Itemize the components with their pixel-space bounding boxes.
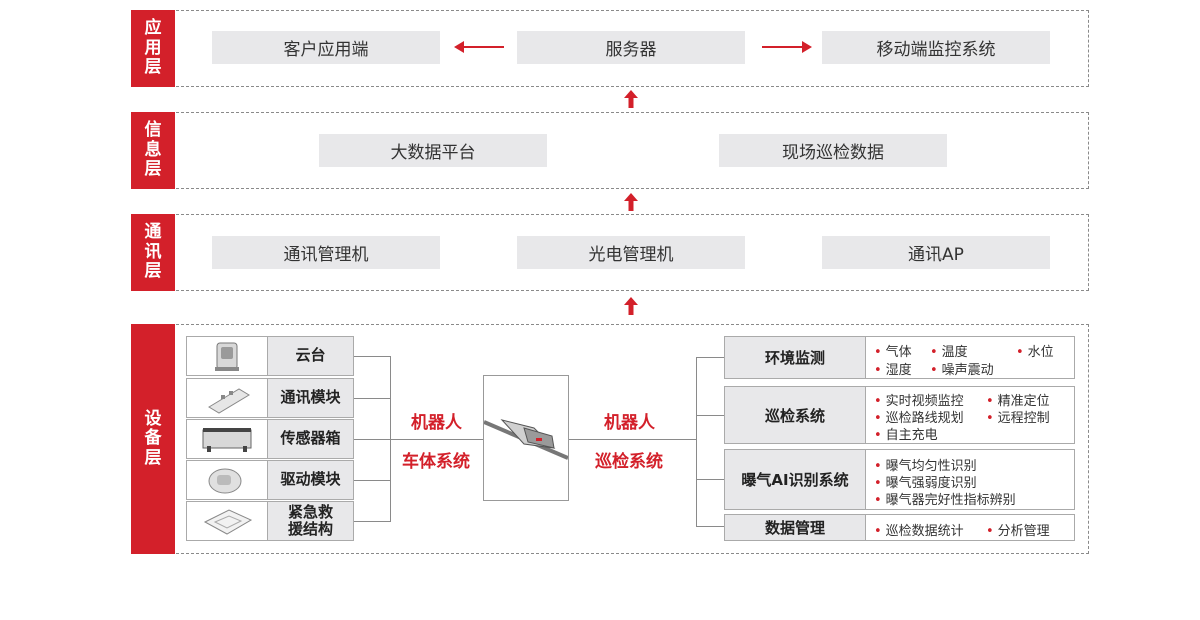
system-label-inspection: 巡检系统 [724,386,866,444]
device-layer: 设备层 [131,324,1089,554]
information-layer: 信息层 [131,112,1089,189]
communication-layer: 通讯层 [131,214,1089,291]
comm-module-icon [208,388,250,414]
connector-line [696,357,697,527]
connector-line [354,439,484,440]
robot-right-sub: 巡检系统 [595,452,663,472]
field-inspection-data-box: 现场巡检数据 [719,134,947,167]
arrow-up-icon [624,90,638,108]
bullet-item: •自主充电 [874,428,938,443]
bullet-item: •噪声震动 [930,363,994,378]
system-label-data-management: 数据管理 [724,514,866,541]
device-label-drive-module: 驱动模块 [267,460,354,500]
application-layer: 应用层 [131,10,1089,87]
system-desc-env-monitor: •气体 •温度 •水位 •湿度 •噪声震动 [865,336,1075,379]
device-label-rescue-structure: 紧急救援结构 [267,501,354,541]
bullet-item: •曝气均匀性识别 [874,459,977,474]
connector-line [696,415,724,416]
pan-tilt-icon [215,342,239,371]
comm-manager-box: 通讯管理机 [212,236,440,269]
bullet-item: •湿度 [874,363,912,378]
rescue-structure-text: 紧急救援结构 [288,502,334,538]
pan-tilt-image [186,336,268,376]
arrow-up-icon [624,193,638,211]
connector-line [354,521,390,522]
system-desc-data-management: •巡检数据统计 •分析管理 [865,514,1075,541]
connector-line [390,356,391,522]
device-label-sensor-box: 传感器箱 [267,419,354,459]
layer-tag: 通讯层 [131,214,175,291]
system-desc-aeration-ai: •曝气均匀性识别 •曝气强弱度识别 •曝气器完好性指标辨别 [865,449,1075,510]
bullet-item: •远程控制 [986,411,1050,426]
bullet-item: •巡检数据统计 [874,524,964,539]
rescue-structure-icon [203,509,253,535]
robot-image [483,375,569,501]
bullet-item: •气体 [874,345,912,360]
arrow-left-icon [454,41,504,53]
layer-tag: 信息层 [131,112,175,189]
bullet-item: •巡检路线规划 [874,411,964,426]
sensor-box-image [186,419,268,459]
device-label-comm-module: 通讯模块 [267,378,354,418]
drive-module-image [186,460,268,500]
rescue-structure-image [186,501,268,541]
layer-tag: 设备层 [131,324,175,554]
comm-module-image [186,378,268,418]
robot-left-sub: 车体系统 [402,452,470,472]
sensor-box-icon [202,428,252,452]
bullet-item: •水位 [1016,345,1054,360]
system-desc-inspection: •实时视频监控 •精准定位 •巡检路线规划 •远程控制 •自主充电 [865,386,1075,444]
connector-line [696,526,724,527]
connector-line [354,398,390,399]
system-label-aeration-ai: 曝气AI识别系统 [724,449,866,510]
connector-line [569,439,696,440]
robot-icon [483,419,569,460]
client-app-box: 客户应用端 [212,31,440,64]
bullet-item: •曝气强弱度识别 [874,476,977,491]
device-label-pan-tilt: 云台 [267,336,354,376]
bullet-item: •实时视频监控 [874,394,964,409]
layer-tag: 应用层 [131,10,175,87]
big-data-platform-box: 大数据平台 [319,134,547,167]
system-label-env-monitor: 环境监测 [724,336,866,379]
bullet-item: •曝气器完好性指标辨别 [874,493,1016,508]
drive-module-icon [208,468,242,494]
arrow-right-icon [762,41,812,53]
robot-left-title: 机器人 [411,413,462,433]
arrow-up-icon [624,297,638,315]
server-box: 服务器 [517,31,745,64]
photoelectric-manager-box: 光电管理机 [517,236,745,269]
connector-line [696,357,724,358]
connector-line [696,479,724,480]
connector-line [354,480,390,481]
bullet-item: •温度 [930,345,968,360]
bullet-item: •精准定位 [986,394,1050,409]
robot-right-title: 机器人 [604,413,655,433]
comm-ap-box: 通讯AP [822,236,1050,269]
bullet-item: •分析管理 [986,524,1050,539]
connector-line [354,356,390,357]
mobile-monitor-box: 移动端监控系统 [822,31,1050,64]
